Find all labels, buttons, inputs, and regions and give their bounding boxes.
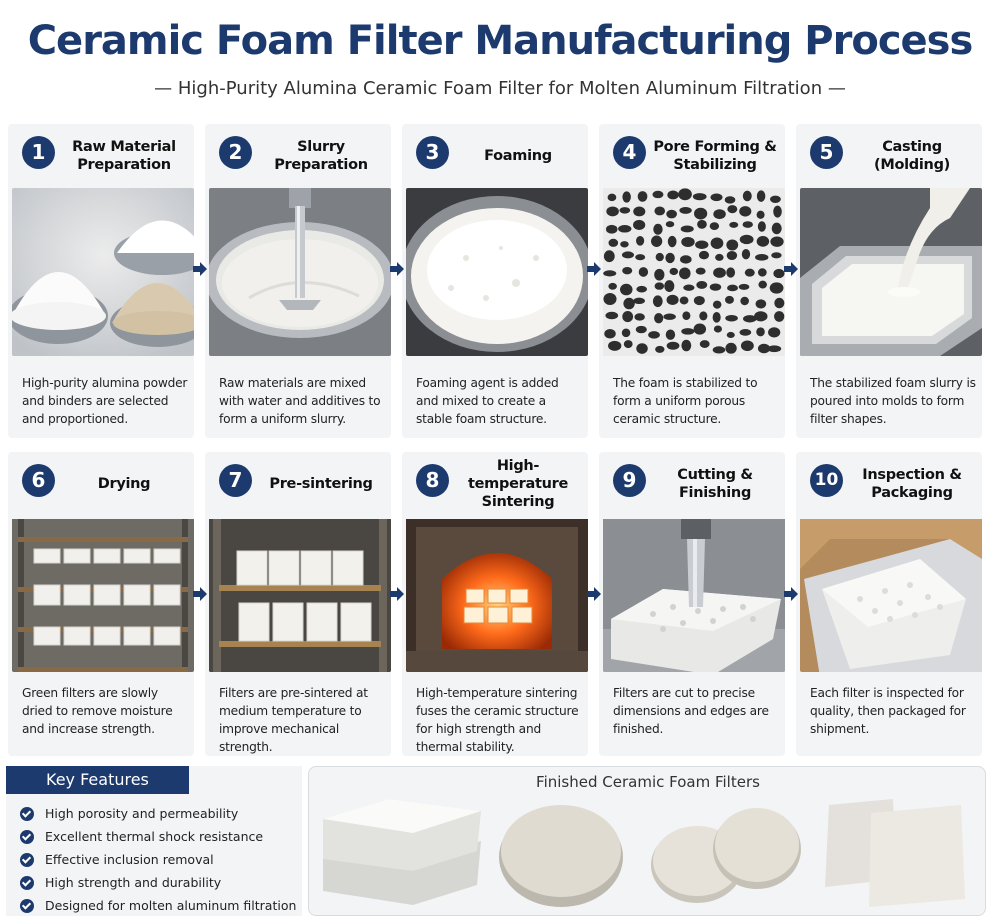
step-card-2: 2 Slurry Preparation Raw materials are m… [205,124,391,438]
step-description: Foaming agent is added and mixed to crea… [416,376,559,426]
step-header: 2 Slurry Preparation [205,124,391,186]
step-header: 3 Foaming [402,124,588,186]
step-title: Inspection & Packaging [862,467,962,501]
feature-text: Excellent thermal shock resistance [45,829,264,844]
slurry-mixer-photo [209,188,391,356]
step-title: Cutting & Finishing [677,467,753,501]
step-title: Casting (Molding) [874,139,950,173]
arrow-right-icon [193,587,207,601]
feature-item: High porosity and permeability [20,804,300,824]
check-circle-icon [20,899,34,913]
arrow-right-icon [784,262,798,276]
step-title: Drying [97,476,151,492]
step-card-3: 3 Foaming Foaming agent is added and mix… [402,124,588,438]
arrow-right-icon [587,262,601,276]
arrow-right-icon [193,262,207,276]
kiln-sintering-photo [406,514,588,672]
feature-item: Excellent thermal shock resistance [20,827,300,847]
step-header: 10 Inspection & Packaging [796,452,982,514]
check-circle-icon [20,807,34,821]
step-title: High-temperature Sintering [468,458,568,510]
step-number-badge: 5 [810,136,843,169]
key-features-title: Key Features [6,766,189,794]
feature-text: High porosity and permeability [45,806,239,821]
packaging-photo [800,514,982,672]
step-header: 1 Raw Material Preparation [8,124,194,186]
step-description: High-purity alumina powder and binders a… [22,376,188,426]
step-description: Each filter is inspected for quality, th… [810,686,966,736]
step-title: Foaming [484,148,552,164]
arrow-right-icon [784,587,798,601]
step-card-10: 10 Inspection & Packaging Each filter is… [796,452,982,756]
feature-item: High strength and durability [20,873,300,893]
finished-filters-title: Finished Ceramic Foam Filters [536,773,760,791]
check-circle-icon [20,876,34,890]
feature-text: Effective inclusion removal [45,852,214,867]
step-description: High-temperature sintering fuses the cer… [416,686,579,754]
step-header: 9 Cutting & Finishing [599,452,785,514]
page-title: Ceramic Foam Filter Manufacturing Proces… [27,18,974,64]
feature-text: Designed for molten aluminum filtration [45,898,297,913]
arrow-right-icon [587,587,601,601]
step-number-badge: 4 [613,136,646,169]
step-header: 4 Pore Forming & Stabilizing [599,124,785,186]
page-subtitle: — High-Purity Alumina Ceramic Foam Filte… [154,78,846,99]
step-header: 6 Drying [8,452,194,514]
step-description: The foam is stabilized to form a uniform… [613,376,758,426]
feature-item: Designed for molten aluminum filtration [20,896,300,916]
step-number-badge: 1 [22,136,55,169]
cutting-photo [603,514,785,672]
step-header: 8 High-temperature Sintering [402,452,588,514]
arrow-right-icon [390,587,404,601]
step-title: Slurry Preparation [274,139,368,173]
step-number-badge: 9 [613,464,646,497]
step-description: Green filters are slowly dried to remove… [22,686,173,736]
step-card-6: 6 Drying Green filters are slowly dried … [8,452,194,756]
check-circle-icon [20,830,34,844]
finished-filters-photo [323,799,965,907]
casting-mold-photo [800,188,982,356]
step-number-badge: 10 [810,464,843,497]
step-header: 5 Casting (Molding) [796,124,982,186]
pre-sintering-photo [209,514,391,672]
step-number-badge: 3 [416,136,449,169]
step-description: Filters are pre-sintered at medium tempe… [219,686,368,754]
finished-filters-panel: Finished Ceramic Foam Filters [308,766,986,916]
step-number-badge: 8 [416,464,449,497]
step-title: Pre-sintering [269,476,373,492]
step-card-7: 7 Pre-sintering Filters are pre-sintered… [205,452,391,756]
step-number-badge: 7 [219,464,252,497]
key-features-panel: Key Features High porosity and permeabil… [6,766,302,916]
porous-structure-photo [603,188,785,356]
step-card-4: 4 Pore Forming & Stabilizing The foam is… [599,124,785,438]
step-title: Pore Forming & Stabilizing [653,139,777,173]
foaming-photo [406,188,588,356]
step-card-9: 9 Cutting & Finishing Filters are cut to… [599,452,785,756]
step-description: The stabilized foam slurry is poured int… [810,376,976,426]
arrow-right-icon [390,262,404,276]
drying-rack-photo [12,514,194,672]
feature-text: High strength and durability [45,875,222,890]
step-number-badge: 2 [219,136,252,169]
step-card-1: 1 Raw Material Preparation High-purity a… [8,124,194,438]
step-description: Raw materials are mixed with water and a… [219,376,381,426]
step-card-8: 8 High-temperature Sintering High-temper… [402,452,588,756]
raw-material-photo [12,188,194,356]
step-number-badge: 6 [22,464,55,497]
step-title: Raw Material Preparation [72,139,176,173]
step-card-5: 5 Casting (Molding) The stabilized foam … [796,124,982,438]
step-description: Filters are cut to precise dimensions an… [613,686,769,736]
feature-item: Effective inclusion removal [20,850,300,870]
check-circle-icon [20,853,34,867]
step-header: 7 Pre-sintering [205,452,391,514]
